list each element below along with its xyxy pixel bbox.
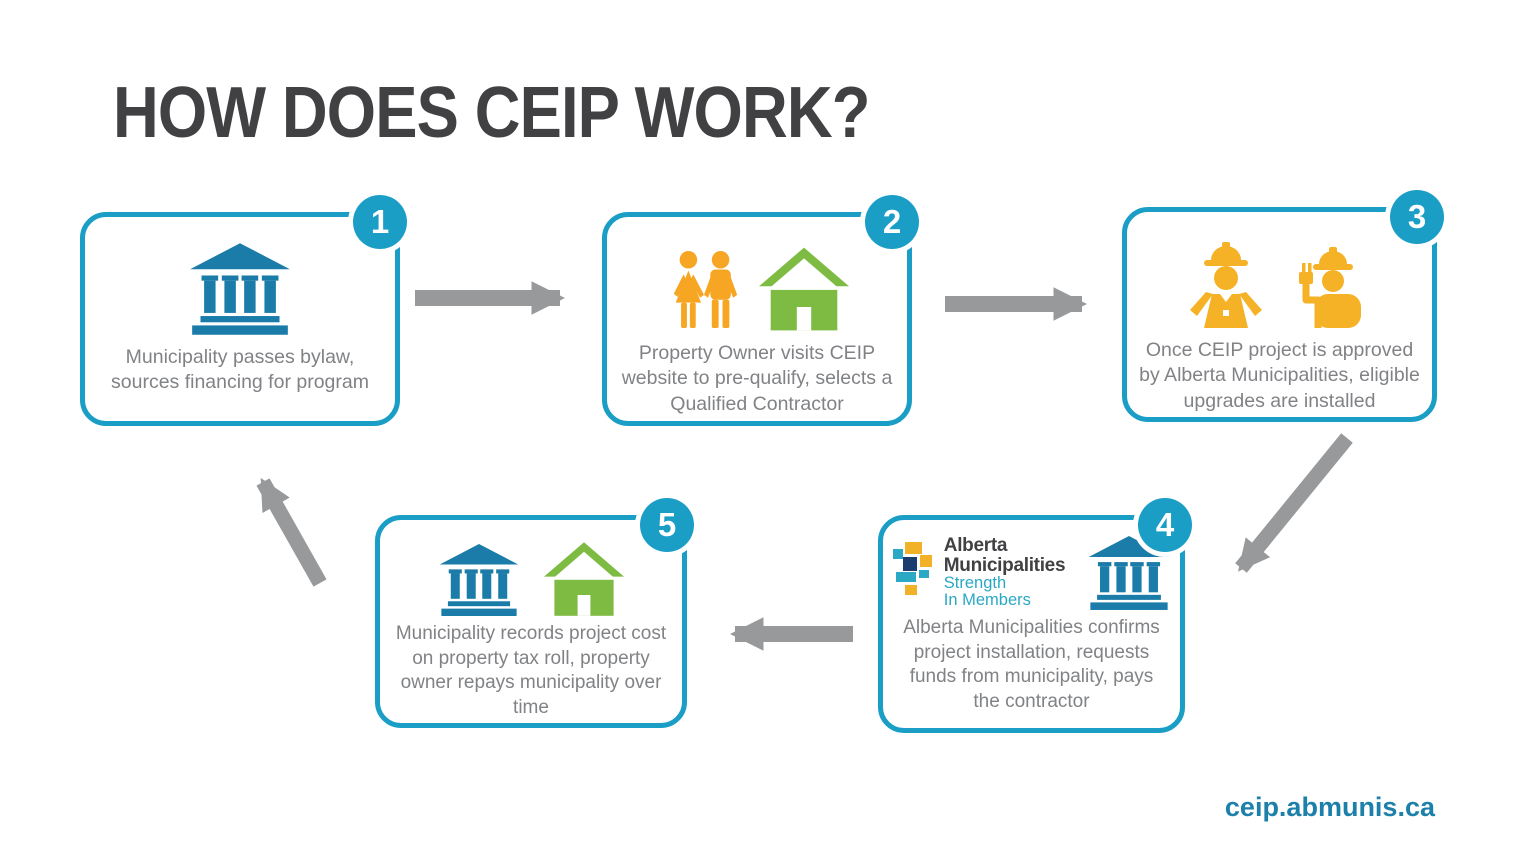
house-icon bbox=[759, 247, 849, 331]
step-number-badge: 3 bbox=[1390, 190, 1444, 244]
step-number-badge: 5 bbox=[640, 498, 694, 552]
step-box-1: 1 Municipality passes bylaw, sources fin… bbox=[80, 195, 407, 426]
step-box-4: 4 Alberta Municipalities Strength In Mem… bbox=[878, 498, 1192, 733]
step-number-badge: 2 bbox=[865, 195, 919, 249]
step-number-badge: 1 bbox=[353, 195, 407, 249]
bank-icon bbox=[190, 243, 290, 335]
alberta-municipalities-logomark bbox=[892, 540, 938, 598]
step-text: Municipality passes bylaw, sources finan… bbox=[111, 346, 369, 394]
alberta-logo-tagline-line1: Strength bbox=[943, 574, 1007, 593]
step-text: Property Owner visits CEIP website to pr… bbox=[621, 342, 893, 415]
alberta-municipalities-logo: Alberta Municipalities Strength In Membe… bbox=[892, 535, 1066, 610]
bank-icon bbox=[1088, 536, 1170, 610]
alberta-logo-name-line2: Municipalities bbox=[943, 554, 1066, 576]
ceip-website-link[interactable]: ceip.abmunis.ca bbox=[1224, 792, 1435, 822]
step-number-badge: 4 bbox=[1138, 498, 1192, 552]
arrow-step3-to-step4 bbox=[1235, 433, 1353, 573]
page-title: HOW DOES CEIP WORK? bbox=[113, 73, 870, 153]
step-box-2: 2 bbox=[602, 195, 919, 426]
step-text: Once CEIP project is approved by Alberta… bbox=[1139, 339, 1420, 412]
step-text: Municipality records project cost on pro… bbox=[395, 623, 667, 719]
construction-worker-icon bbox=[1189, 242, 1262, 328]
couple-icon bbox=[673, 251, 738, 329]
step-box-5: 5 Municipality bbox=[375, 498, 694, 728]
alberta-logo-tagline-line2: In Members bbox=[943, 591, 1031, 610]
arrow-step5-to-step1 bbox=[256, 477, 327, 587]
house-icon bbox=[544, 542, 624, 616]
step-box-3: 3 bbox=[1122, 190, 1444, 422]
step-text: Alberta Municipalities confirms project … bbox=[903, 617, 1160, 713]
alberta-logo-name-line1: Alberta bbox=[943, 535, 1008, 557]
electrician-icon bbox=[1298, 247, 1361, 328]
bank-icon bbox=[439, 544, 519, 616]
